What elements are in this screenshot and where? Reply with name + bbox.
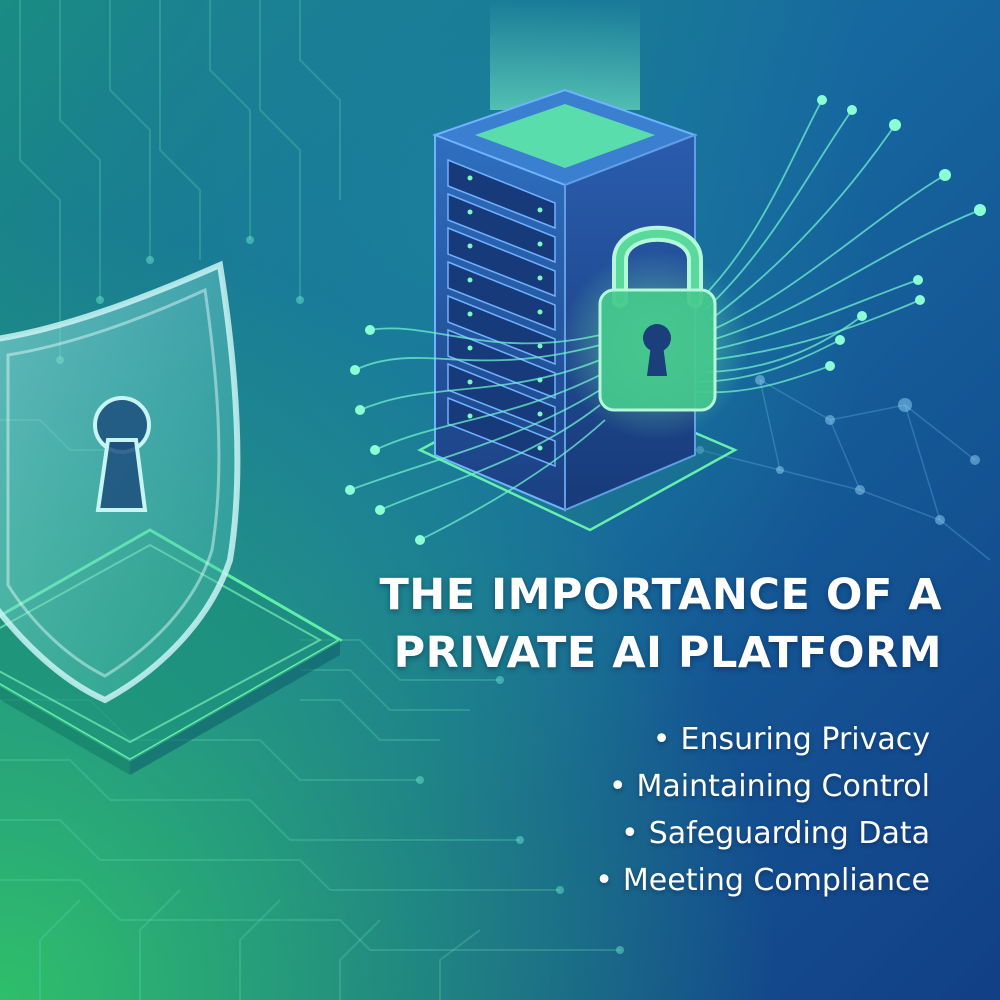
bullet-list: • Ensuring Privacy • Maintaining Control •… [410,716,930,904]
bullet-text: Meeting Compliance [622,863,930,898]
bullet-text: Ensuring Privacy [680,722,931,757]
data-streams-right [697,99,981,394]
data-streams-left [349,327,606,541]
bullet-dot-icon: • [608,769,627,804]
list-item: • Maintaining Control [410,763,930,810]
bullet-text: Safeguarding Data [648,816,930,851]
bullet-dot-icon: • [595,863,613,898]
headline: THE IMPORTANCE OF A PRIVATE AI PLATFORM [302,566,942,682]
network-nodes-icon [699,379,991,561]
list-item: • Ensuring Privacy [410,716,930,763]
padlock-icon [560,225,750,440]
bullet-text: Maintaining Control [636,769,930,804]
bullet-dot-icon: • [652,722,671,757]
bullet-dot-icon: • [621,816,639,851]
headline-line-2: PRIVATE AI PLATFORM [393,628,942,678]
circuit-lines-icon [0,0,620,1000]
shield-keyhole-icon [0,260,241,704]
headline-line-1: THE IMPORTANCE OF A [379,570,942,620]
list-item: • Meeting Compliance [410,857,930,904]
list-item: • Safeguarding Data [410,810,930,857]
